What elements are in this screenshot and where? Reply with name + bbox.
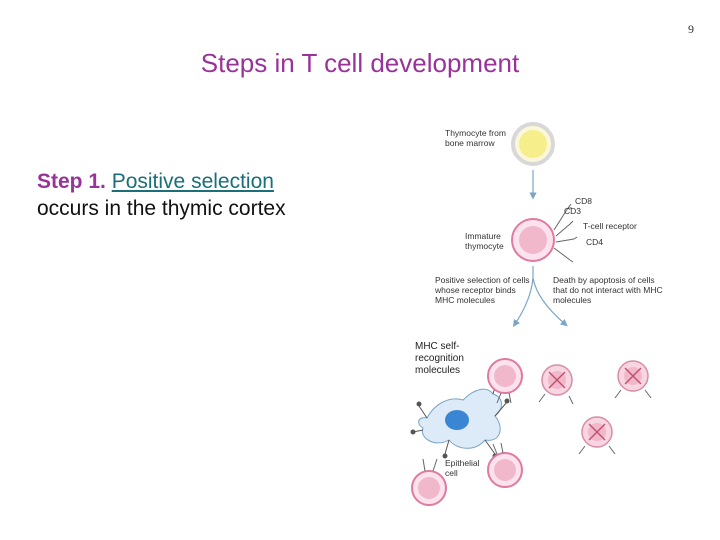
cd4-label: CD4 bbox=[586, 237, 604, 247]
slide-title: Steps in T cell development bbox=[200, 48, 520, 78]
t-cell-diagram: Thymocyte from bone marrow CD8 CD3 T-cel… bbox=[405, 118, 715, 523]
surviving-cell-2 bbox=[487, 442, 523, 488]
positive-selection-link[interactable]: Positive selection bbox=[111, 170, 274, 193]
cd3-label: CD3 bbox=[564, 206, 582, 216]
surviving-cell-3 bbox=[411, 458, 447, 506]
step-text: Step 1. Positive selection occurs in the… bbox=[37, 168, 286, 222]
epithelial-cell bbox=[410, 375, 510, 459]
positive-selection-label: Positive selection of cells whose recept… bbox=[435, 275, 530, 305]
step-description: occurs in the thymic cortex bbox=[37, 197, 286, 220]
immature-label: Immature thymocyte bbox=[465, 231, 504, 251]
epithelial-label: Epithelial cell bbox=[445, 458, 480, 478]
apoptosis-label: Death by apoptosis of cells that do not … bbox=[553, 275, 663, 305]
page-number: 9 bbox=[688, 22, 694, 36]
thymocyte-label: Thymocyte from bone marrow bbox=[445, 128, 506, 148]
surviving-cell-1 bbox=[487, 358, 523, 404]
thymocyte-cell bbox=[511, 122, 555, 166]
apoptotic-cell-1 bbox=[541, 364, 573, 396]
apoptotic-cell-2 bbox=[617, 360, 649, 392]
step-label: Step 1. bbox=[37, 170, 106, 193]
selection-arrows bbox=[513, 266, 568, 327]
diagram-graphics bbox=[410, 122, 652, 506]
immature-thymocyte-cell bbox=[511, 203, 578, 263]
cd8-label: CD8 bbox=[575, 196, 593, 206]
mhc-label: MHC self-recognition molecules bbox=[413, 340, 477, 378]
tcr-label: T-cell receptor bbox=[583, 221, 637, 231]
apoptotic-cell-3 bbox=[581, 416, 613, 448]
